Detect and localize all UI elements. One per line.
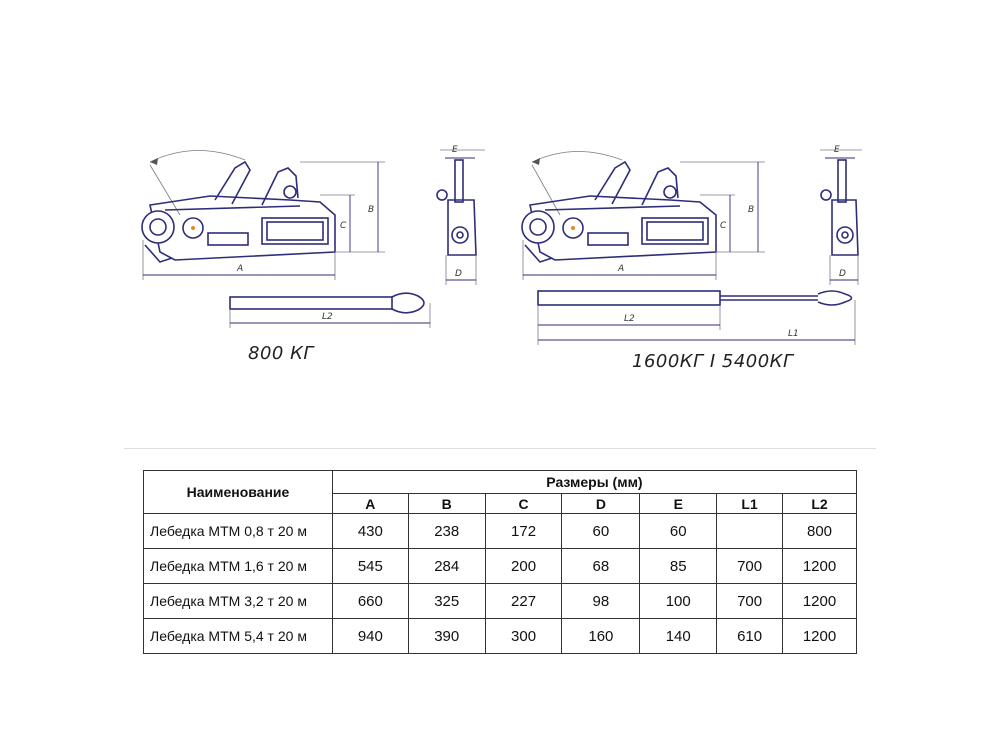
dim-label-c: C (340, 221, 347, 231)
winch-800-side-view: A B C (141, 150, 385, 280)
table-row: Лебедка МТМ 0,8 т 20 м 430 238 172 60 60… (143, 513, 857, 549)
row-name: Лебедка МТМ 3,2 т 20 м (143, 583, 333, 619)
winch-800-front-view: E D (436, 145, 485, 285)
header-col-l2: L2 (782, 493, 857, 514)
caption-1600-5400kg: 1600КГ I 5400КГ (632, 351, 794, 372)
header-col-d: D (561, 493, 641, 514)
winch-800-handle: L2 (229, 292, 431, 328)
header-col-b: B (407, 493, 486, 514)
cell-a: 940 (331, 618, 409, 654)
cell-l1: 610 (716, 618, 784, 654)
header-col-a: A (331, 493, 409, 514)
table-row: Лебедка МТМ 1,6 т 20 м 545 284 200 68 85… (143, 548, 857, 584)
cell-e: 100 (639, 583, 718, 619)
cell-a: 430 (331, 513, 409, 549)
dim-label-d-right: D (839, 269, 846, 279)
dim-label-a-right: A (617, 264, 624, 274)
cell-l2: 800 (782, 513, 857, 549)
section-divider (124, 448, 876, 449)
cell-l2: 1200 (782, 618, 857, 654)
cell-e: 140 (639, 618, 718, 654)
winch-1600-side-view: A B C (521, 151, 765, 280)
table-row: Лебедка МТМ 5,4 т 20 м 940 390 300 160 1… (143, 618, 857, 654)
dim-label-l2-right: L2 (624, 314, 635, 324)
dim-label-a: A (236, 264, 243, 274)
cell-c: 172 (484, 513, 563, 549)
cell-l1: 700 (716, 548, 784, 584)
table-row: Лебедка МТМ 3,2 т 20 м 660 325 227 98 10… (143, 583, 857, 619)
cell-d: 68 (561, 548, 641, 584)
cell-e: 85 (639, 548, 718, 584)
winch-1600-front-view: E D (820, 145, 862, 285)
dim-label-e-right: E (834, 145, 840, 155)
cell-d: 60 (561, 513, 641, 549)
caption-800kg: 800 КГ (248, 343, 314, 364)
dim-label-l2-left: L2 (322, 312, 333, 322)
cell-l2: 1200 (782, 548, 857, 584)
dim-label-l1: L1 (788, 329, 799, 339)
row-name: Лебедка МТМ 1,6 т 20 м (143, 548, 333, 584)
dim-label-b-right: B (748, 205, 754, 215)
header-col-e: E (639, 493, 718, 514)
header-col-c: C (484, 493, 563, 514)
row-name: Лебедка МТМ 5,4 т 20 м (143, 618, 333, 654)
technical-drawing: A B C E D L2 (141, 145, 862, 345)
cell-b: 325 (407, 583, 486, 619)
cell-d: 98 (561, 583, 641, 619)
cell-l1: 700 (716, 583, 784, 619)
header-col-l1: L1 (716, 493, 784, 514)
cell-c: 200 (484, 548, 563, 584)
cell-a: 545 (331, 548, 409, 584)
cell-l1 (716, 513, 784, 549)
cell-a: 660 (331, 583, 409, 619)
row-name: Лебедка МТМ 0,8 т 20 м (143, 513, 333, 549)
dim-label-e: E (452, 145, 458, 155)
dim-label-d: D (455, 269, 462, 279)
cell-d: 160 (561, 618, 641, 654)
header-dimensions-group: Размеры (мм) (331, 470, 858, 494)
winch-1600-handle: L2 L1 (537, 290, 856, 345)
cell-c: 300 (484, 618, 563, 654)
header-name: Наименование (143, 470, 333, 514)
dim-label-c-right: C (720, 221, 727, 231)
dimensions-table: Наименование Размеры (мм) A B C D E L1 L… (143, 470, 858, 654)
cell-b: 238 (407, 513, 486, 549)
cell-b: 390 (407, 618, 486, 654)
cell-e: 60 (639, 513, 718, 549)
cell-c: 227 (484, 583, 563, 619)
cell-l2: 1200 (782, 583, 857, 619)
dim-label-b: B (368, 205, 374, 215)
cell-b: 284 (407, 548, 486, 584)
